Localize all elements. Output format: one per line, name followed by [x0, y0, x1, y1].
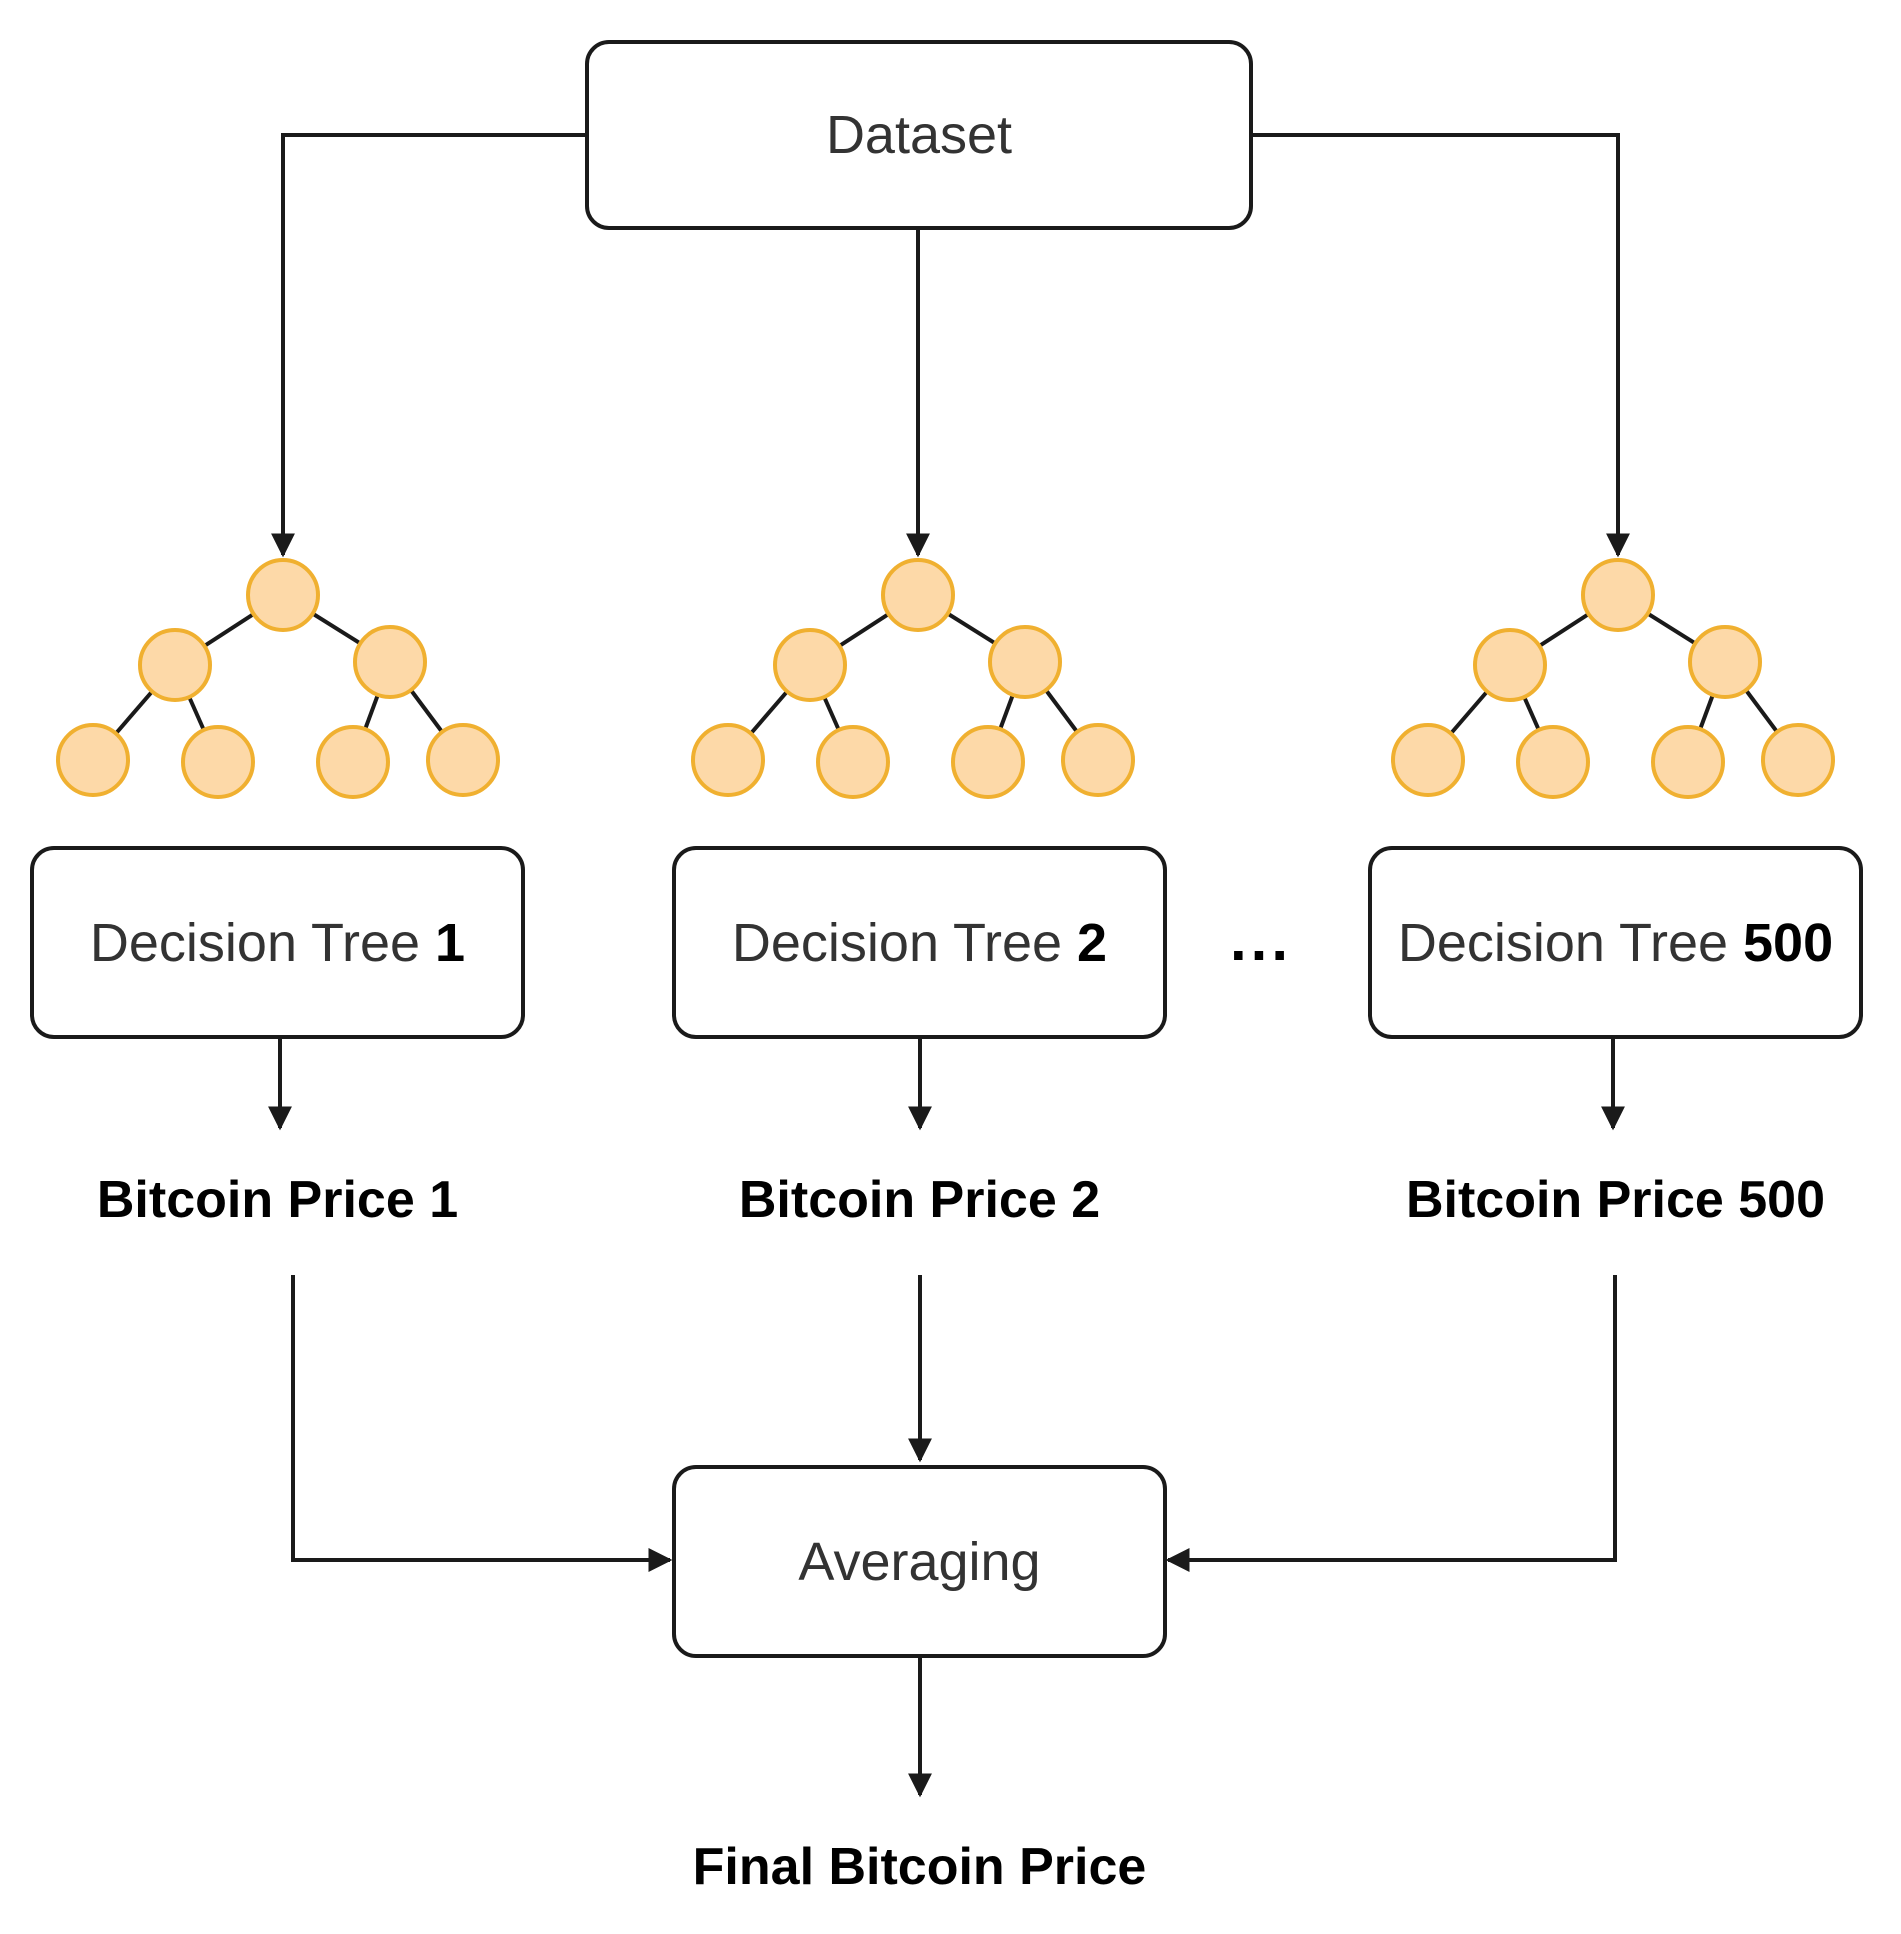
- arrow-dataset-to-tree-1: [271, 133, 585, 558]
- tree-node-leaf: [1761, 723, 1835, 797]
- decision-tree-label: Decision Tree 2: [731, 912, 1108, 973]
- averaging-label: Averaging: [798, 1531, 1041, 1592]
- decision-tree-label: Decision Tree 500: [1397, 912, 1834, 973]
- decision-tree-number: 2: [1077, 912, 1108, 973]
- decision-tree-label: Decision Tree 1: [89, 912, 466, 973]
- tree-node-leaf: [691, 723, 765, 797]
- tree-node-right: [353, 625, 427, 699]
- dataset-label: Dataset: [825, 105, 1013, 165]
- output-label-2: Bitcoin Price 2: [738, 1171, 1101, 1229]
- arrow-output-500-to-averaging: [1165, 1275, 1617, 1572]
- ellipsis: ...: [1230, 906, 1293, 973]
- tree-icon-500: [1391, 558, 1835, 799]
- decision-tree-box-500: Decision Tree 500: [1368, 846, 1863, 1039]
- tree-node-leaf: [426, 723, 500, 797]
- tree-node-leaf: [816, 725, 890, 799]
- tree-node-left: [138, 628, 212, 702]
- tree-node-left: [1473, 628, 1547, 702]
- dataset-box: Dataset: [585, 40, 1253, 230]
- decision-tree-box-1: Decision Tree 1: [30, 846, 525, 1039]
- tree-node-root: [246, 558, 320, 632]
- tree-node-root: [1581, 558, 1655, 632]
- tree-icon-1: [56, 558, 500, 799]
- final-bitcoin-price-label: Final Bitcoin Price: [692, 1838, 1147, 1896]
- decision-tree-box-2: Decision Tree 2: [672, 846, 1167, 1039]
- tree-node-leaf: [56, 723, 130, 797]
- tree-node-leaf: [1391, 723, 1465, 797]
- tree-node-leaf: [1516, 725, 1590, 799]
- tree-node-leaf: [181, 725, 255, 799]
- decision-tree-number: 1: [435, 912, 466, 973]
- tree-icon-2: [691, 558, 1135, 799]
- tree-node-leaf: [951, 725, 1025, 799]
- output-label-500: Bitcoin Price 500: [1405, 1171, 1826, 1229]
- tree-node-leaf: [316, 725, 390, 799]
- tree-node-leaf: [1061, 723, 1135, 797]
- decision-tree-number: 500: [1743, 912, 1834, 973]
- tree-node-right: [1688, 625, 1762, 699]
- averaging-box: Averaging: [672, 1465, 1167, 1658]
- output-label-1: Bitcoin Price 1: [96, 1171, 459, 1229]
- arrow-output-1-to-averaging: [291, 1275, 673, 1572]
- tree-node-root: [881, 558, 955, 632]
- arrow-dataset-to-tree-500: [1253, 133, 1630, 558]
- tree-node-left: [773, 628, 847, 702]
- tree-node-right: [988, 625, 1062, 699]
- tree-node-leaf: [1651, 725, 1725, 799]
